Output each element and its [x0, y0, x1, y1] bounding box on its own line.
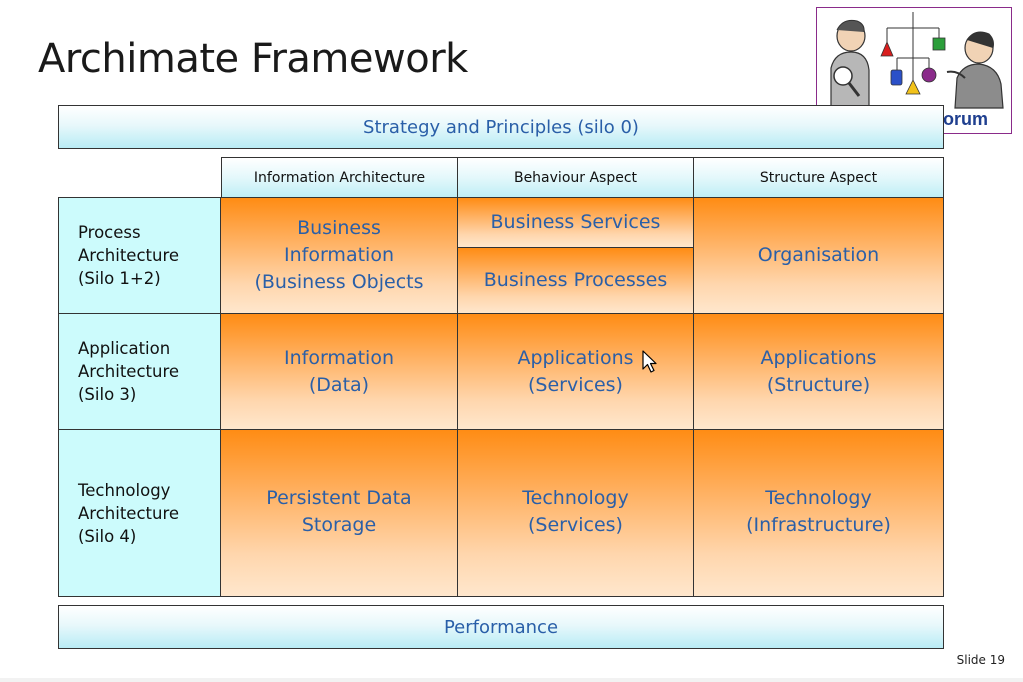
cell-business-information: Business Information (Business Objects: [220, 197, 458, 314]
cell-label: Business Services: [490, 211, 661, 233]
cell-label: Persistent Data Storage: [266, 487, 412, 536]
mouse-pointer-icon: [642, 350, 657, 373]
cell-business-processes: Business Processes: [457, 247, 694, 314]
cell-label: Applications (Services): [517, 346, 634, 396]
cell-applications-structure: Applications (Structure): [693, 313, 944, 430]
column-header-structure: Structure Aspect: [693, 157, 944, 198]
row-header-label: Process Architecture (Silo 1+2): [78, 223, 180, 288]
column-header-label: Behaviour Aspect: [513, 169, 638, 186]
column-header-label: Information Architecture: [253, 169, 426, 186]
column-header-behaviour: Behaviour Aspect: [457, 157, 694, 198]
row-header-process: Process Architecture (Silo 1+2): [58, 197, 221, 314]
strategy-band-label: Strategy and Principles (silo 0): [363, 116, 639, 138]
cell-technology-infrastructure: Technology (Infrastructure): [693, 429, 944, 597]
row-header-label: Application Architecture (Silo 3): [78, 339, 180, 404]
cell-label: Business Processes: [483, 269, 668, 291]
cell-label: Applications (Structure): [760, 346, 877, 396]
cell-persistent-data-storage: Persistent Data Storage: [220, 429, 458, 597]
cell-technology-services: Technology (Services): [457, 429, 694, 597]
cell-applications-services: Applications (Services): [457, 313, 694, 430]
slide-number: Slide 19: [956, 653, 1005, 667]
cell-organisation: Organisation: [693, 197, 944, 314]
cell-business-services: Business Services: [457, 197, 694, 248]
footer-divider: [0, 678, 1023, 682]
cell-information-data: Information (Data): [220, 313, 458, 430]
cell-label: Technology (Infrastructure): [746, 487, 891, 536]
thinkers-with-mobile-illustration: [830, 12, 1004, 109]
performance-band: Performance: [58, 605, 944, 649]
row-header-label: Technology Architecture (Silo 4): [78, 480, 180, 546]
strategy-band: Strategy and Principles (silo 0): [58, 105, 944, 149]
column-header-information: Information Architecture: [221, 157, 458, 198]
column-header-label: Structure Aspect: [759, 169, 878, 186]
page-title: Archimate Framework: [38, 36, 468, 82]
row-header-technology: Technology Architecture (Silo 4): [58, 429, 221, 597]
cell-label: Organisation: [757, 244, 880, 266]
cell-label: Information (Data): [284, 346, 394, 396]
cell-label: Technology (Services): [522, 487, 629, 536]
cell-label: Business Information (Business Objects: [254, 217, 424, 293]
row-header-application: Application Architecture (Silo 3): [58, 313, 221, 430]
performance-band-label: Performance: [443, 616, 559, 638]
